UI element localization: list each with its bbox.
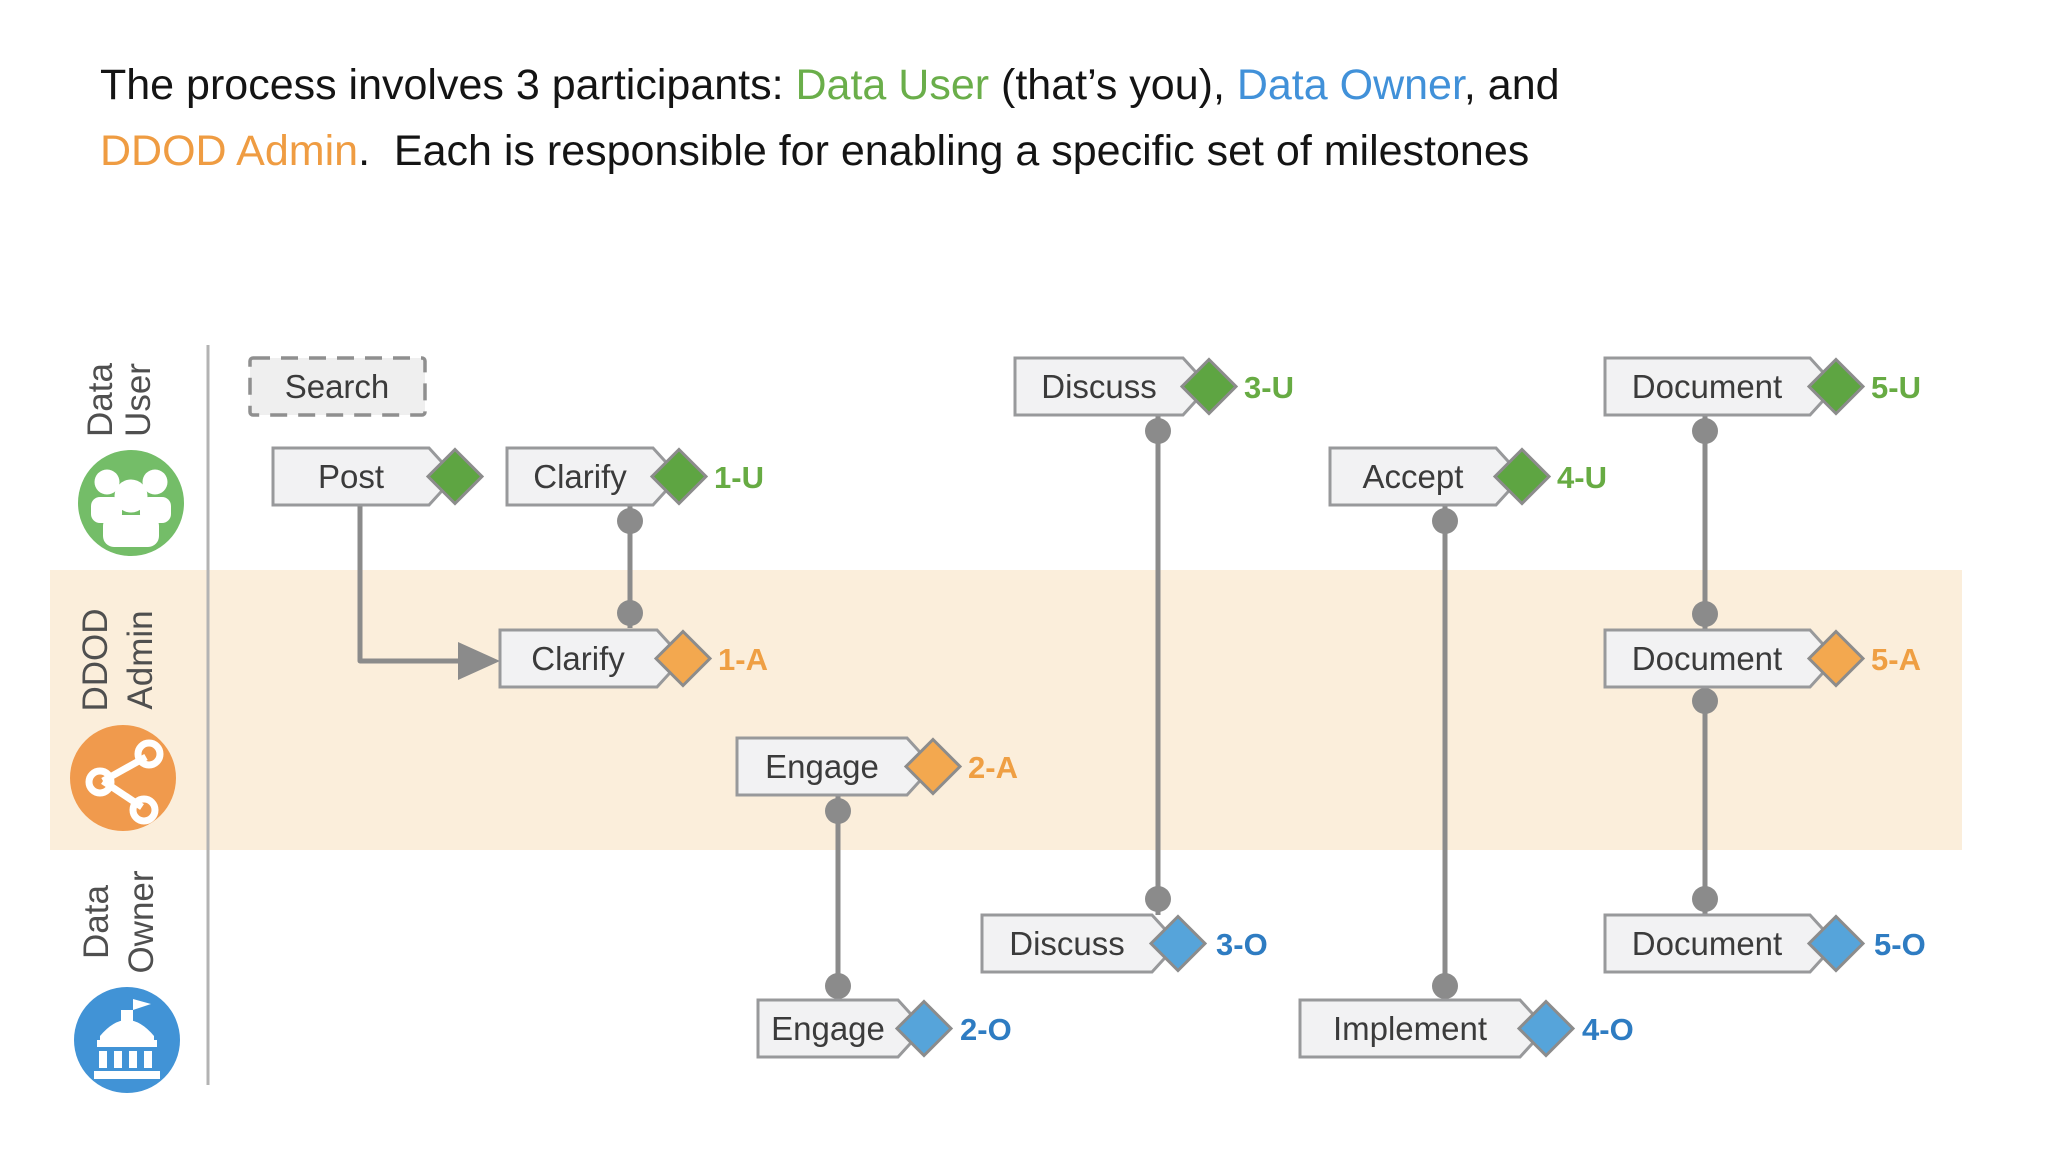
milestone-clarify-1a: Clarify 1-A [498, 628, 768, 689]
lane-label-text: Data [81, 363, 120, 437]
milestone-implement-4o-label: Implement [1333, 1010, 1487, 1047]
milestone-accept-4u: Accept 4-U [1328, 446, 1607, 507]
intro-text-pre: The process involves 3 participants: [100, 61, 796, 109]
milestone-clarify-1u: Clarify 1-U [505, 446, 764, 507]
milestone-clarify-1u-label: Clarify [533, 458, 627, 495]
connector-document-5u-to-5a [1692, 415, 1718, 630]
lane-label-text: Data [77, 885, 116, 959]
lane-label-text: Owner [122, 870, 161, 973]
milestone-discuss-3u-diamond [1179, 357, 1239, 416]
milestone-document-5o-label: Document [1632, 925, 1782, 962]
connector-dot [1692, 601, 1718, 627]
milestone-post: Post [271, 446, 485, 507]
milestone-discuss-3o-diamond [1148, 914, 1208, 973]
milestone-clarify-1u-diamond [649, 447, 709, 506]
connector-post-to-clarify-1a [357, 505, 500, 680]
milestone-document-5a-diamond [1806, 629, 1866, 688]
milestone-discuss-3o-code: 3-O [1216, 927, 1268, 962]
connector-dot [617, 600, 643, 626]
milestone-discuss-3u: Discuss 3-U [1013, 356, 1294, 417]
milestone-document-5u-code: 5-U [1871, 370, 1921, 405]
participant-ddod-admin: DDOD Admin [100, 127, 359, 175]
milestone-clarify-1a-diamond [653, 629, 713, 688]
milestone-accept-4u-diamond [1492, 447, 1552, 506]
intro-text-mid: (that’s you), [989, 61, 1237, 109]
connector-dot [825, 973, 851, 999]
milestone-engage-2a-code: 2-A [968, 750, 1018, 785]
milestone-engage-2o: Engage 2-O [756, 998, 1012, 1059]
connector-discuss-3u-to-3o [1145, 415, 1171, 915]
ddod-admin-icon-circle [70, 725, 176, 831]
milestone-search: Search [248, 356, 427, 417]
milestone-discuss-3u-code: 3-U [1244, 370, 1294, 405]
milestone-document-5u-diamond [1806, 357, 1866, 416]
connector-dot [1432, 508, 1458, 534]
lane-label-text: DDOD [76, 608, 115, 711]
milestone-engage-2a: Engage 2-A [735, 736, 1018, 797]
intro-text: The process involves 3 participants: Dat… [100, 52, 1900, 184]
admin-lane-band [50, 570, 1962, 850]
milestone-clarify-1a-code: 1-A [718, 642, 768, 677]
milestone-document-5u: Document 5-U [1603, 356, 1921, 417]
milestone-discuss-3u-label: Discuss [1041, 368, 1157, 405]
connector-document-5a-to-5o [1692, 687, 1718, 915]
milestone-engage-2o-diamond [894, 999, 954, 1058]
connector-dot [1692, 886, 1718, 912]
milestone-implement-4o-diamond [1516, 999, 1576, 1058]
milestone-document-5o-diamond [1806, 914, 1866, 973]
connector-dot [1692, 688, 1718, 714]
lane-label-ddod-admin: DDOD Admin [76, 608, 160, 711]
intro-text-end1: , and [1463, 61, 1560, 109]
connector-dot [1145, 418, 1171, 444]
milestone-implement-4o-code: 4-O [1582, 1012, 1634, 1047]
milestone-engage-2o-code: 2-O [960, 1012, 1012, 1047]
milestone-accept-4u-label: Accept [1363, 458, 1464, 495]
milestone-engage-2a-diamond [903, 737, 963, 796]
connector-accept-4u-to-implement-4o [1432, 505, 1458, 1000]
milestone-document-5o-code: 5-O [1874, 927, 1926, 962]
connector-dot [825, 798, 851, 824]
participant-data-user: Data User [795, 61, 990, 109]
lane-label-text: Admin [121, 610, 160, 709]
connector-dot [617, 508, 643, 534]
milestone-post-diamond [425, 447, 485, 506]
milestone-document-5a: Document 5-A [1603, 628, 1921, 689]
milestone-implement-4o: Implement 4-O [1298, 998, 1634, 1059]
milestone-engage-2o-label: Engage [771, 1010, 885, 1047]
milestone-document-5a-label: Document [1632, 640, 1782, 677]
milestone-post-label: Post [318, 458, 384, 495]
milestone-search-label: Search [285, 368, 390, 405]
milestone-document-5o: Document 5-O [1603, 913, 1926, 974]
arrowhead-icon [458, 642, 500, 680]
connector-dot [1432, 973, 1458, 999]
connector-clarify-1u-to-1a [617, 505, 643, 628]
connector-dot [1692, 418, 1718, 444]
government-building-icon [74, 987, 180, 1093]
connector-engage-2a-to-2o [825, 795, 851, 1000]
group-people-icon [78, 450, 184, 556]
connector-dot [1145, 886, 1171, 912]
milestone-clarify-1u-code: 1-U [714, 460, 764, 495]
milestone-document-5u-label: Document [1632, 368, 1782, 405]
share-network-icon [70, 725, 176, 831]
milestone-discuss-3o-label: Discuss [1009, 925, 1125, 962]
milestone-engage-2a-label: Engage [765, 748, 879, 785]
milestone-discuss-3o: Discuss 3-O [980, 913, 1268, 974]
milestone-search-box [248, 356, 427, 417]
lane-label-data-user: Data User [81, 363, 158, 437]
participant-data-owner: Data Owner [1236, 61, 1464, 109]
milestone-accept-4u-code: 4-U [1557, 460, 1607, 495]
lane-label-text: User [119, 363, 158, 437]
lane-label-data-owner: Data Owner [77, 870, 161, 973]
intro-text-rest: . Each is responsible for enabling a spe… [358, 127, 1530, 175]
milestone-clarify-1a-label: Clarify [531, 640, 625, 677]
milestone-document-5a-code: 5-A [1871, 642, 1921, 677]
